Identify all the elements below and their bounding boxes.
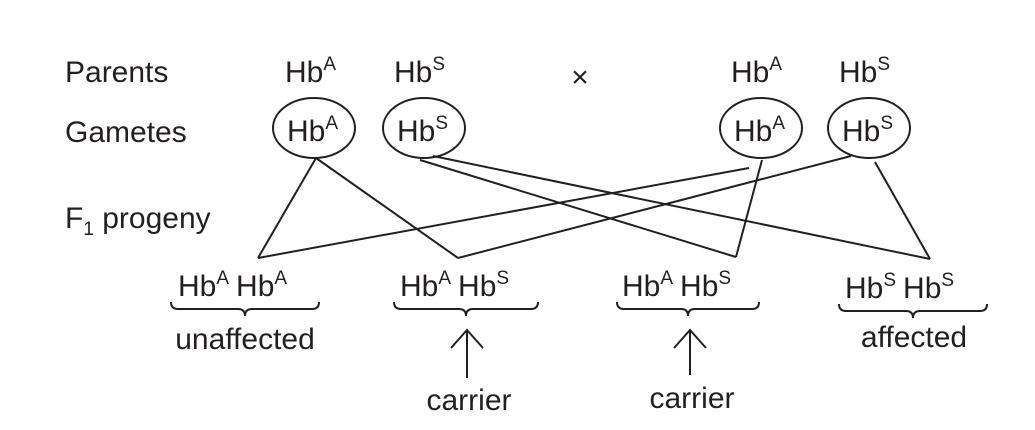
progeny-2-brace (393, 301, 539, 317)
f1-progeny-label-subscript: 1 (83, 219, 94, 240)
line-gamete2-to-progeny4 (432, 155, 931, 260)
f1-progeny-label: F1 progeny (65, 202, 211, 240)
gamete-2-text: HbS (397, 113, 448, 148)
gamete-3-text: HbA (734, 113, 785, 148)
gamete-2-circle (382, 97, 466, 159)
carrier-arrow-1 (450, 328, 484, 378)
gamete-4-circle (827, 97, 911, 159)
gamete-1-text: HbA (287, 113, 338, 148)
progeny-2-label: carrier (426, 384, 511, 417)
line-gamete1-to-progeny1 (257, 157, 317, 259)
progeny-1-brace (170, 301, 320, 317)
gametes-label: Gametes (65, 116, 187, 149)
line-gamete4-to-progeny2 (457, 155, 852, 259)
parent-1-allele-1: HbA (285, 54, 336, 89)
f1-progeny-label-f: F (65, 202, 83, 235)
carrier-arrow-2 (673, 328, 707, 375)
line-gamete3-to-progeny1 (257, 167, 750, 259)
line-gamete2-to-progeny3 (419, 159, 737, 258)
progeny-3-brace (616, 301, 760, 317)
parents-label: Parents (65, 56, 168, 89)
progeny-4-label: affected (861, 321, 967, 354)
gamete-4-text: HbS (842, 113, 893, 148)
progeny-4-brace (838, 303, 988, 319)
progeny-3-label: carrier (649, 382, 734, 415)
line-gamete4-to-progeny4 (874, 161, 931, 260)
gamete-1-circle (272, 97, 356, 159)
progeny-1-label: unaffected (175, 323, 315, 356)
parent-1-allele-2: HbS (394, 54, 445, 89)
f1-progeny-label-suffix: progeny (94, 202, 211, 235)
parent-2-allele-1: HbA (731, 54, 782, 89)
parent-2-allele-2: HbS (839, 54, 890, 89)
gamete-3-circle (719, 97, 803, 159)
cross-symbol: × (571, 61, 589, 94)
line-gamete3-to-progeny3 (735, 159, 763, 258)
line-gamete1-to-progeny2 (315, 157, 459, 259)
